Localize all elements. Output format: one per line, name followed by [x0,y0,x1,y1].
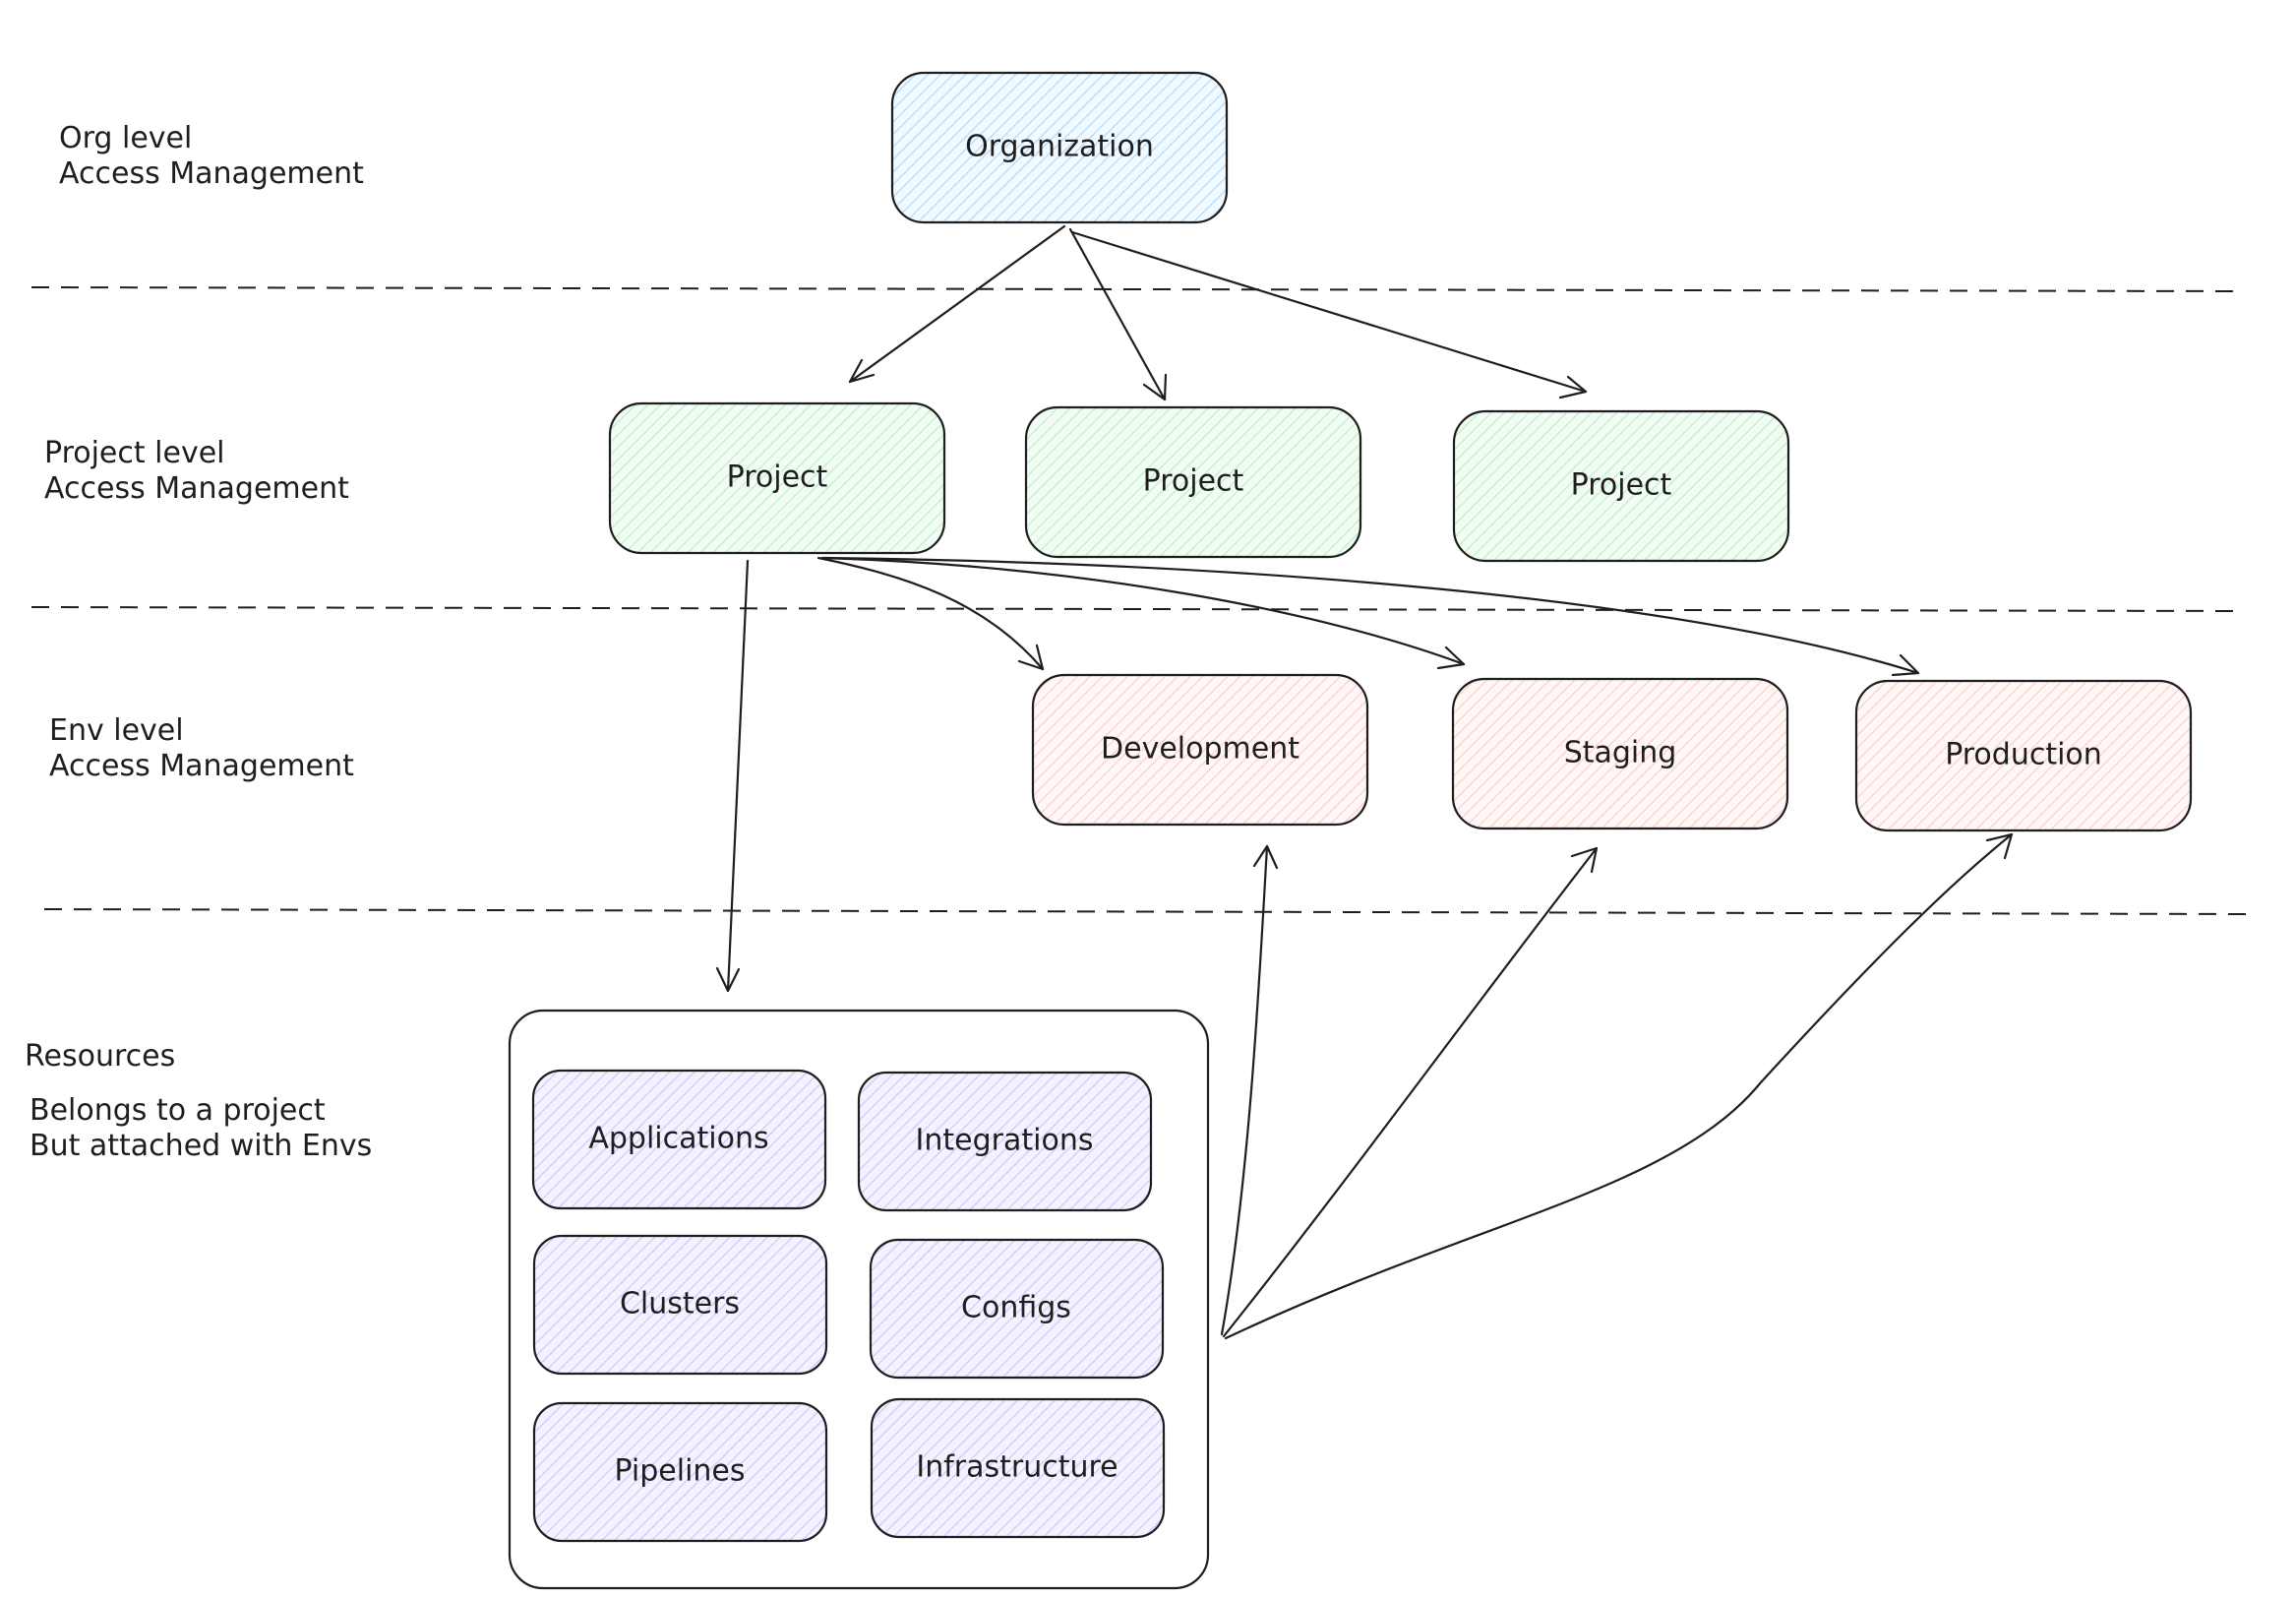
staging-node[interactable]: Staging [1451,677,1789,830]
org-level-title: Org level [59,121,192,155]
edge-organization-to-project-3 [1070,230,1588,400]
divider-org-project [30,286,2244,292]
resources-title: Resources [25,1039,175,1074]
project-level-title: Project level [44,436,225,470]
configs-label: Configs [961,1291,1071,1325]
org-level-subtitle: Access Management [59,156,364,191]
applications-node[interactable]: Applications [531,1069,827,1210]
env-level-label: Env level Access Management [49,713,354,783]
pipelines-label: Pipelines [614,1454,745,1489]
integrations-label: Integrations [916,1124,1094,1158]
resources-note: Belongs to a project But attached with E… [30,1093,372,1163]
project-node-2[interactable]: Project [1024,405,1362,559]
applications-label: Applications [588,1122,768,1156]
project-node-3[interactable]: Project [1452,409,1790,563]
resources-note-line-1: Belongs to a project [30,1093,326,1128]
clusters-label: Clusters [620,1287,740,1321]
edge-organization-to-project-2 [1068,227,1168,401]
pipelines-node[interactable]: Pipelines [532,1401,828,1543]
env-level-title: Env level [49,713,184,748]
infrastructure-node[interactable]: Infrastructure [870,1397,1166,1539]
resources-container [508,1009,1210,1590]
production-node[interactable]: Production [1854,679,2193,832]
edge-organization-to-project-1 [848,224,1066,384]
project-label-3: Project [1571,468,1672,503]
development-label: Development [1101,732,1299,767]
configs-node[interactable]: Configs [869,1238,1165,1380]
integrations-node[interactable]: Integrations [857,1071,1153,1212]
org-level-label: Org level Access Management [59,121,364,191]
edge-resources-to-staging [1222,846,1599,1338]
edge-project-to-staging [820,556,1466,670]
staging-label: Staging [1564,736,1677,770]
organization-label: Organization [965,130,1154,164]
edge-project-to-resources [715,559,750,993]
organization-node[interactable]: Organization [890,71,1229,224]
project-label-1: Project [727,461,828,495]
project-label-2: Project [1143,464,1244,499]
project-level-label: Project level Access Management [44,436,349,506]
development-node[interactable]: Development [1031,673,1369,827]
edge-resources-to-development [1220,844,1279,1336]
edge-project-to-production [822,556,1920,677]
production-label: Production [1945,738,2102,772]
project-level-subtitle: Access Management [44,471,349,506]
clusters-node[interactable]: Clusters [532,1234,828,1376]
divider-project-env [30,606,2244,612]
project-node-1[interactable]: Project [608,401,946,555]
divider-env-resources [43,908,2254,915]
infrastructure-label: Infrastructure [916,1450,1118,1485]
edge-resources-to-production [1224,832,2014,1340]
env-level-subtitle: Access Management [49,749,354,783]
resources-note-line-2: But attached with Envs [30,1129,372,1163]
edge-project-to-development [816,556,1045,671]
